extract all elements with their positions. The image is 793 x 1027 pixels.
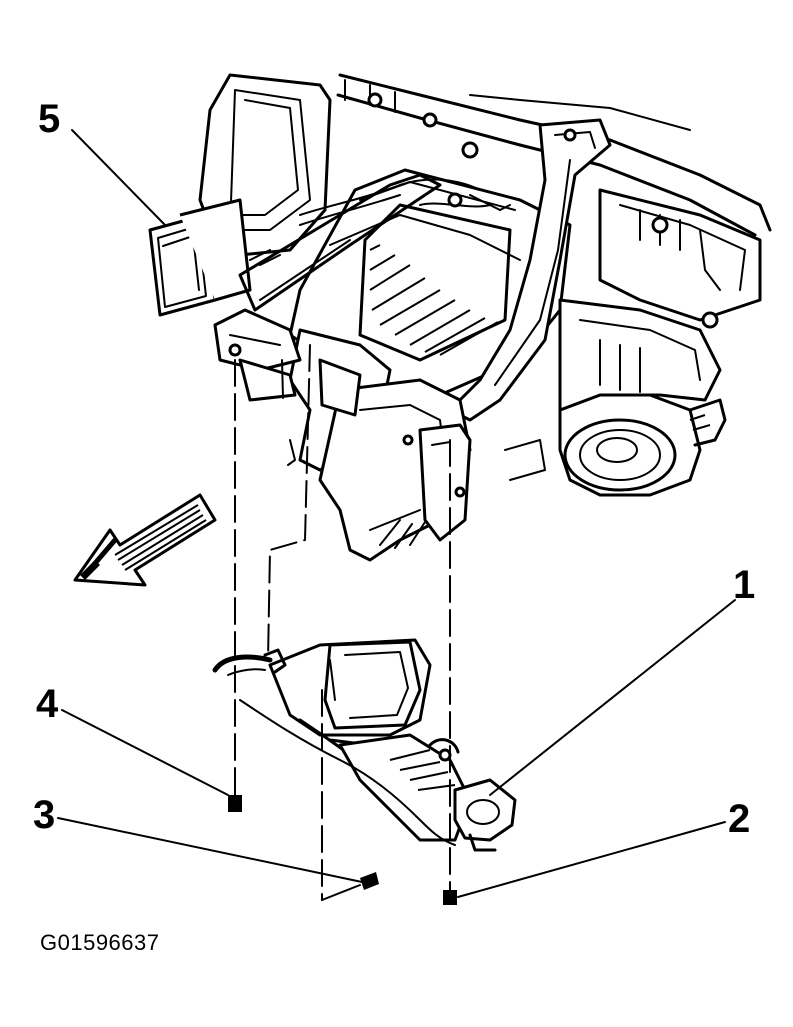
alignment-lines bbox=[234, 344, 451, 901]
hvac-module-assembly bbox=[148, 73, 772, 562]
fastener-2 bbox=[443, 890, 457, 905]
callout-5: 5 bbox=[38, 97, 60, 141]
fastener-3 bbox=[360, 872, 379, 890]
callout-1: 1 bbox=[733, 563, 755, 607]
callout-labels: 5 1 4 3 2 bbox=[33, 97, 755, 841]
figure-code: G01596637 bbox=[40, 930, 160, 955]
front-direction-arrow bbox=[73, 493, 217, 587]
callout-leaders bbox=[57, 129, 736, 898]
leader-1 bbox=[489, 599, 736, 796]
callout-3: 3 bbox=[33, 793, 55, 837]
leader-3 bbox=[57, 817, 363, 883]
callout-2: 2 bbox=[728, 797, 750, 841]
leader-5 bbox=[71, 129, 166, 226]
floor-duct-part bbox=[212, 638, 517, 852]
leader-2 bbox=[457, 821, 726, 898]
leader-4 bbox=[61, 709, 229, 796]
fastener-4 bbox=[228, 789, 242, 812]
callout-4: 4 bbox=[36, 682, 59, 726]
